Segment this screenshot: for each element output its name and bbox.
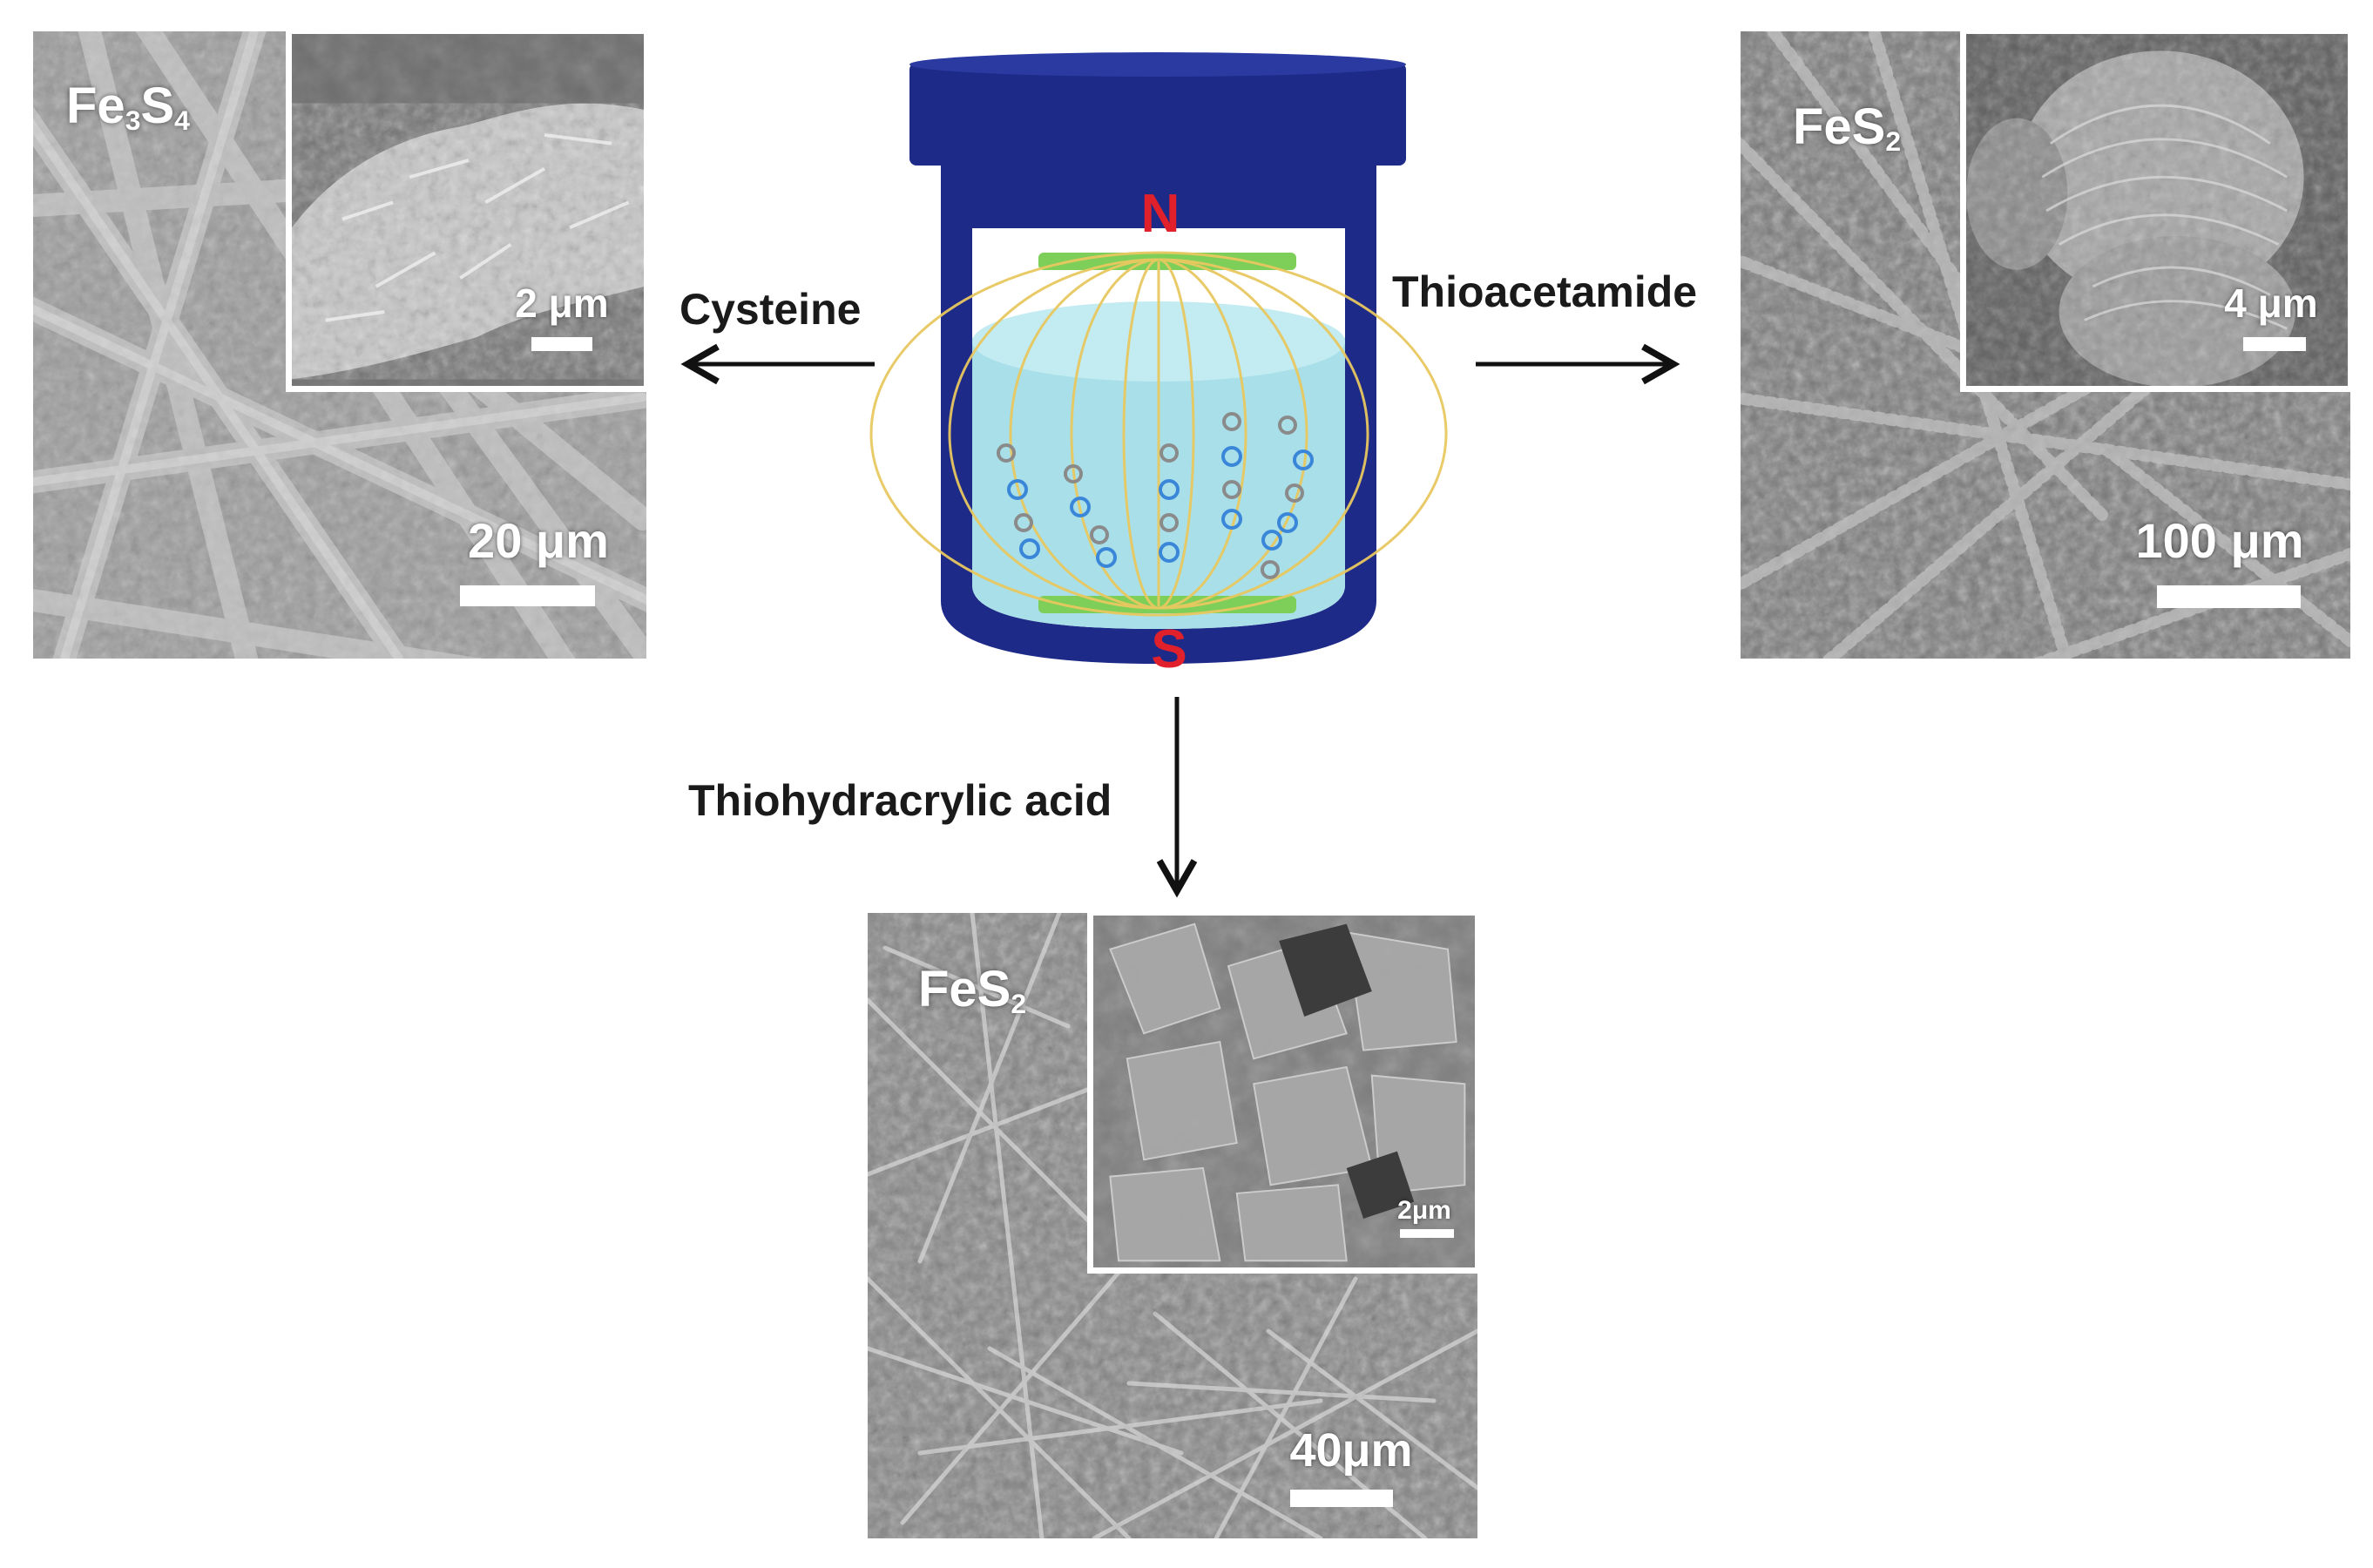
scale-label-inset: 2μm — [1397, 1196, 1451, 1225]
inset-texture — [1966, 34, 2348, 386]
vessel-lid-top — [909, 52, 1406, 77]
sem-inset-fes2-thiohydracrylic: 2μm — [1087, 913, 1477, 1274]
vessel-lid — [909, 63, 1406, 166]
inset-texture — [292, 34, 644, 386]
phase-label-fe3s4: Fe3S4 — [66, 78, 190, 136]
scale-label-main: 100 μm — [2135, 513, 2304, 568]
reagent-label-thioacetamide: Thioacetamide — [1392, 267, 1698, 316]
scale-bar-inset — [531, 337, 592, 351]
scale-label-inset: 2 μm — [515, 280, 609, 326]
phase-label-fes2-bottom: FeS2 — [918, 961, 1027, 1019]
scale-label-main: 40μm — [1289, 1424, 1413, 1477]
scale-label-inset: 4 μm — [2224, 280, 2318, 326]
magnetic-field-lines — [869, 251, 1448, 617]
particles — [997, 412, 1314, 579]
scale-bar-inset — [1400, 1229, 1454, 1238]
scale-bar-main — [460, 585, 595, 606]
sem-inset-fe3s4: 2 μm — [286, 31, 646, 392]
scale-bar-inset — [2243, 337, 2306, 351]
scale-bar-main — [1290, 1490, 1393, 1507]
reagent-label-thiohydracrylic-acid: Thiohydracrylic acid — [688, 776, 1112, 825]
sem-image-fe3s4: 2 μm Fe3S4 20 μm — [33, 31, 646, 659]
phase-label-fes2-right: FeS2 — [1793, 98, 1902, 157]
sem-image-fes2-thiohydracrylic: 2μm FeS2 40μm — [868, 913, 1477, 1538]
sem-inset-fes2-thioacetamide: 4 μm — [1960, 31, 2350, 392]
pole-north-label: N — [1141, 184, 1180, 244]
reagent-label-cysteine: Cysteine — [679, 285, 862, 334]
scale-label-main: 20 μm — [468, 513, 609, 568]
scale-bar-main — [2157, 585, 2301, 608]
pole-south-label: S — [1151, 619, 1186, 679]
sem-image-fes2-thioacetamide: 4 μm FeS2 100 μm — [1741, 31, 2350, 659]
inset-texture — [1093, 916, 1475, 1267]
